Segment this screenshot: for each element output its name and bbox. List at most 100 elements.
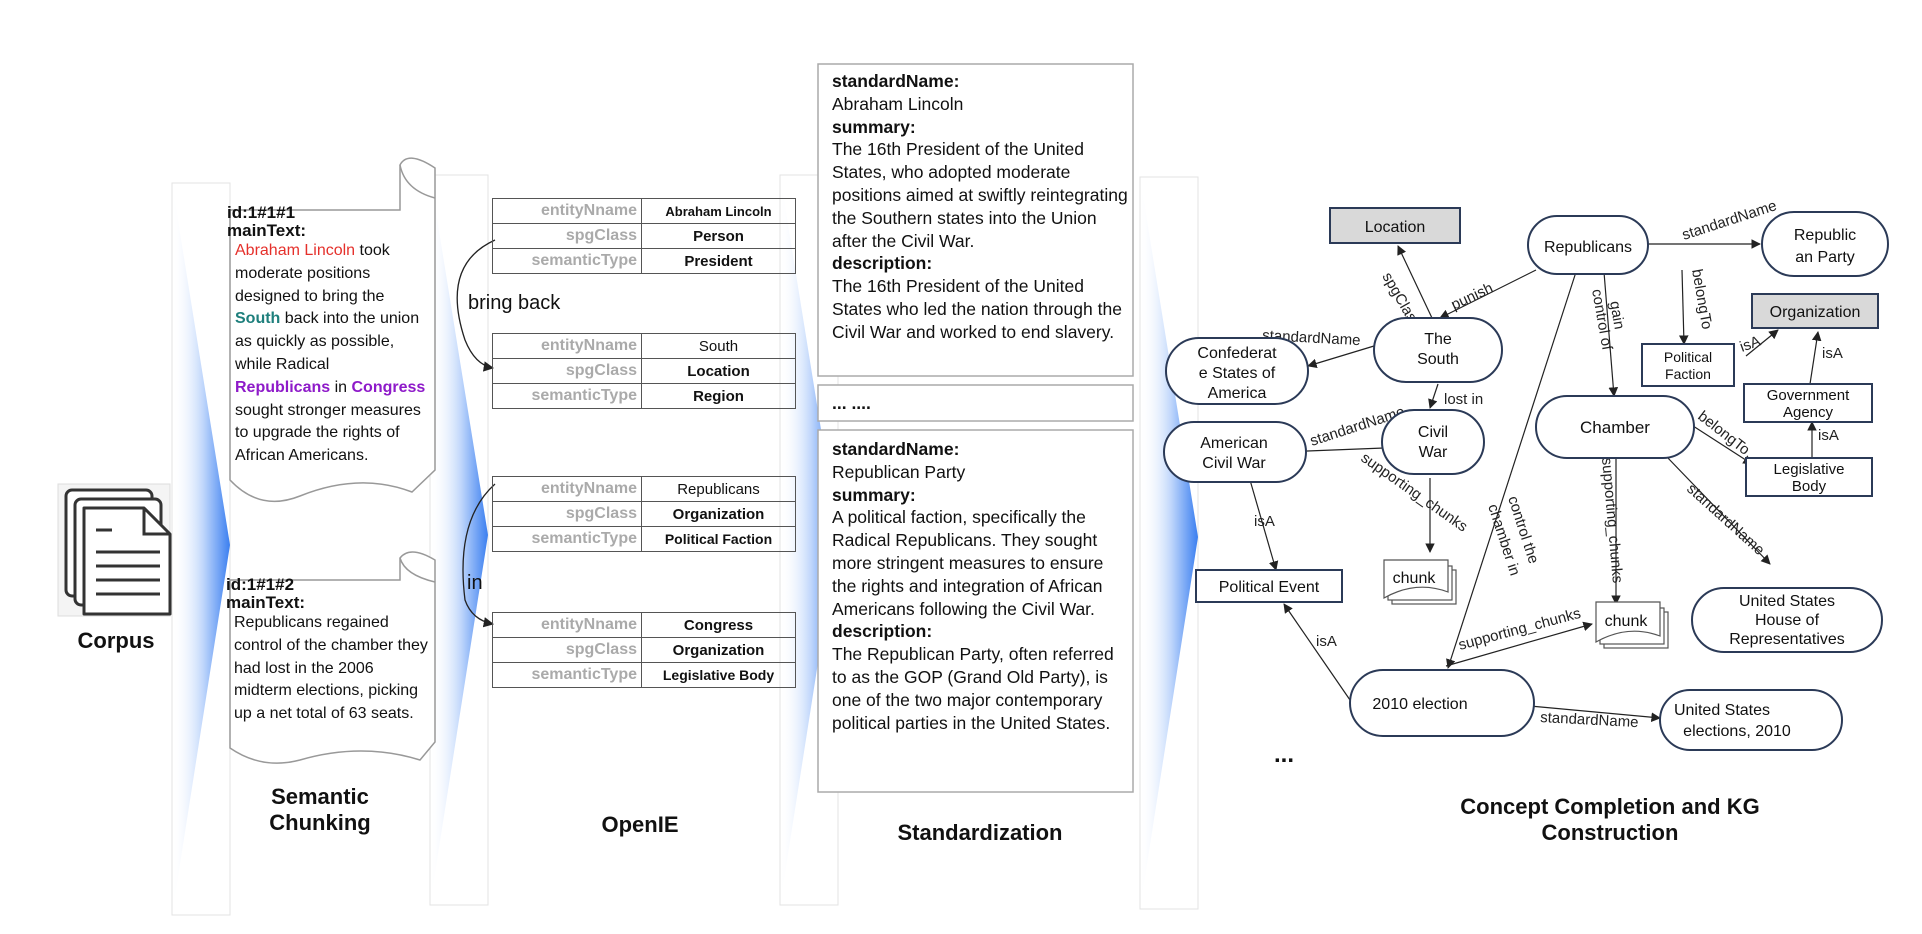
label-lost-in: lost in (1444, 391, 1483, 408)
edge-chamber-house (1665, 455, 1771, 565)
label-gain-1: gain (1606, 300, 1628, 331)
chunk-1-part-4: Republicans (235, 378, 331, 396)
label-isa-american: isA (1254, 513, 1275, 530)
chunk-scroll-1 (229, 157, 436, 503)
ie1-key-entity: entityNname (492, 198, 642, 224)
svg-text:House of: House of (1755, 612, 1820, 629)
label-isa-election: isA (1316, 633, 1337, 650)
openie-arc-in (462, 483, 496, 628)
svg-text:Organization: Organization (1770, 304, 1861, 321)
node-election-2010: 2010 election (1349, 669, 1535, 737)
std1-summary-label: summary: (832, 116, 916, 137)
svg-text:Political: Political (1664, 349, 1712, 365)
svg-text:The: The (1424, 331, 1452, 348)
svg-text:Government: Government (1767, 387, 1850, 404)
node-confederate: Confederat e States of America (1165, 337, 1309, 405)
edge-south-confederate (1307, 345, 1375, 369)
svg-text:2010 election: 2010 election (1372, 696, 1467, 713)
edge-election-chunk (1445, 621, 1593, 667)
std2-summary-label: summary: (832, 484, 916, 505)
chunk-1-part-5: in (330, 378, 352, 396)
ie3-key-entity: entityNname (492, 476, 642, 502)
svg-text:chunk: chunk (1605, 613, 1649, 630)
edge-election-standard (1529, 705, 1661, 722)
chunk-2-main-label: mainText: (226, 593, 306, 612)
node-political-event: Political Event (1195, 569, 1343, 603)
std-ellipsis: ... .... (832, 393, 871, 413)
node-civil-war: Civil War (1381, 409, 1485, 475)
stage-label-openie: OpenIE (601, 812, 679, 837)
std2-description-label: description: (832, 621, 933, 642)
svg-text:United States: United States (1739, 593, 1835, 610)
node-government-agency: Government Agency (1743, 383, 1873, 423)
svg-text:Civil: Civil (1418, 424, 1448, 441)
edge-south-location (1397, 245, 1433, 319)
stage-label-standardization: Standardization (897, 820, 1063, 845)
std-box-1 (817, 63, 1134, 377)
std-box-ellipsis (817, 384, 1134, 422)
chunk-1-part-7: sought stronger measures to upgrade the … (235, 401, 421, 465)
label-isa-faction: isA (1738, 333, 1763, 356)
label-punish: punish (1449, 280, 1496, 314)
ie4-key-entity: entityNname (492, 612, 642, 638)
chunk-1: id:1#1#1 mainText: Abraham Lincoln took … (227, 204, 427, 468)
openie-arc-bring-back (456, 239, 496, 372)
kg-edges (1249, 239, 1822, 722)
edge-republicans-election (1446, 271, 1577, 669)
chunk-1-part-6: Congress (351, 378, 426, 396)
stage-panel-2 (429, 174, 489, 906)
svg-text:e States of: e States of (1199, 365, 1276, 382)
ie1-val-class: Person (641, 223, 796, 249)
label-isa-legislative: isA (1818, 427, 1839, 444)
ie3-val-class: Organization (641, 501, 796, 527)
ie4-key-class: spgClass (492, 637, 642, 663)
ie4-val-entity: Congress (641, 612, 796, 638)
stage-label-kg: Concept Completion and KG Construction (1460, 794, 1760, 845)
label-standardname-election: standardName (1540, 709, 1639, 731)
corpus-document-icon (57, 483, 172, 617)
chunk-2: id:1#1#2 mainText: Republicans regained … (226, 576, 430, 726)
svg-text:War: War (1419, 444, 1448, 461)
ie2-val-class: Location (641, 358, 796, 384)
ie2-key-entity: entityNname (492, 333, 642, 359)
kg-nodes: Location Republicans Republic an Party O… (1163, 207, 1889, 768)
node-political-faction: Political Faction (1641, 343, 1735, 387)
std2-description: The Republican Party, often referred to … (832, 644, 1114, 733)
svg-text:elections, 2010: elections, 2010 (1683, 723, 1791, 740)
ie1-val-entity: Abraham Lincoln (641, 198, 796, 224)
ie1-val-type: President (641, 248, 796, 274)
svg-text:Legislative: Legislative (1774, 461, 1845, 478)
label-supporting-chamber: supporting_chunks (1598, 457, 1626, 584)
std1-description-label: description: (832, 253, 933, 274)
chunk-1-text: Abraham Lincoln took moderate positions … (227, 240, 427, 468)
chunk-2-text: Republicans regained control of the cham… (226, 612, 430, 726)
svg-text:America: America (1208, 385, 1267, 402)
ie1-key-type: semanticType (492, 248, 642, 274)
std1-description: The 16th President of the United States … (832, 276, 1122, 342)
openie-relation-in: in (467, 572, 483, 594)
ie3-val-type: Political Faction (641, 526, 796, 552)
chunk-scroll-2 (229, 551, 436, 764)
ie4-val-type: Legislative Body (641, 662, 796, 688)
node-us-elections-2010: United States elections, 2010 (1659, 689, 1843, 751)
svg-text:Agency: Agency (1783, 404, 1834, 421)
scroll-curl-2 (399, 557, 436, 583)
ie2-key-class: spgClass (492, 358, 642, 384)
node-south: The South (1373, 317, 1503, 383)
chunk-1-main-label: mainText: (227, 221, 307, 240)
std-entry-2: standardName: Republican Party summary: … (832, 438, 1128, 734)
node-chunk-2: chunk (1595, 601, 1669, 649)
std2-summary: A political faction, specifically the Ra… (832, 507, 1104, 619)
label-isa-agency: isA (1822, 345, 1843, 362)
svg-text:Body: Body (1792, 478, 1827, 495)
node-chamber: Chamber (1535, 395, 1695, 459)
svg-text:Location: Location (1365, 219, 1426, 236)
node-organization: Organization (1751, 293, 1879, 329)
edge-faction-organization (1745, 329, 1779, 357)
ie4-val-class: Organization (641, 637, 796, 663)
ie2-val-entity: South (641, 333, 796, 359)
chunk-1-part-3: back into the union as quickly as possib… (235, 310, 420, 373)
edge-south-civilwar (1428, 383, 1439, 409)
